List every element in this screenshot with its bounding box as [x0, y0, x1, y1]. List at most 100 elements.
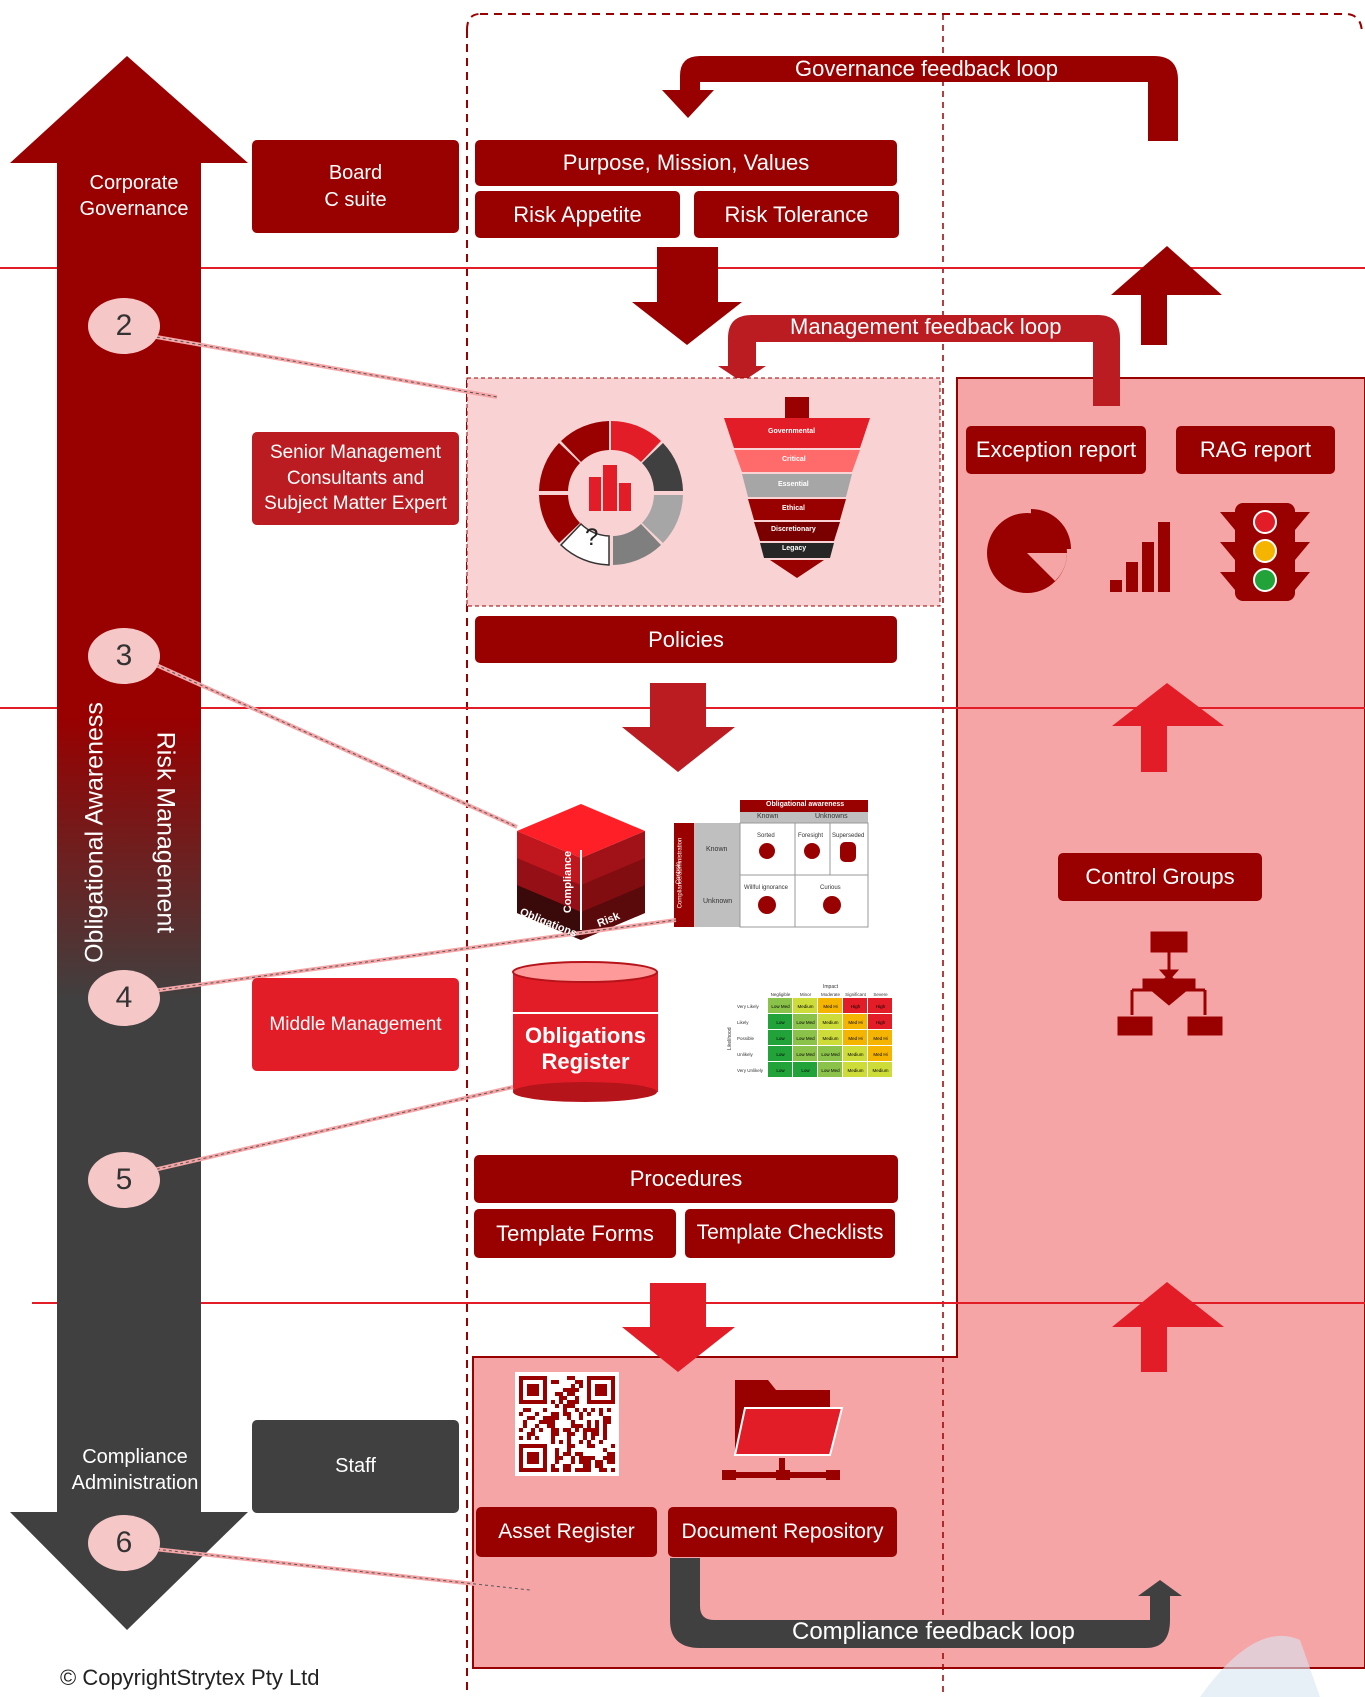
down-arrow-1: [632, 247, 742, 345]
funnel-label-governmental: Governmental: [768, 428, 816, 435]
flowchart-icon: [1117, 931, 1223, 1036]
compliance-loop-label: Compliance feedback loop: [792, 1618, 1075, 1645]
callout-connectors-dash: [144, 334, 677, 1591]
heatmap-row-label: Unlikely: [737, 1052, 754, 1057]
governance-loop-label: Governance feedback loop: [795, 56, 1058, 81]
heatmap-cell-label: Low: [776, 1036, 785, 1041]
pie-chart-icon: [987, 509, 1071, 593]
callout-5: 5: [88, 1152, 160, 1208]
exception-report-box: Exception report: [966, 426, 1146, 474]
funnel-label-legacy: Legacy: [782, 545, 807, 552]
heatmap-cell-label: Med Hi: [873, 1036, 887, 1041]
heatmap-cell-label: Medium: [822, 1036, 838, 1041]
heatmap-cell: [818, 1046, 842, 1061]
heatmap-cell: [793, 1030, 817, 1045]
callout-6: 6: [88, 1515, 160, 1571]
heatmap-row-label: Very Unlikely: [737, 1068, 764, 1073]
heatmap-cell-label: Low: [776, 1052, 785, 1057]
template-checklists-box: Template Checklists: [685, 1209, 895, 1258]
heatmap-cell: [768, 998, 792, 1013]
heatmap-impact-label: Impact: [823, 984, 839, 990]
heatmap-cell-label: Med Hi: [823, 1004, 837, 1009]
compliance-administration-label: Compliance Administration: [71, 1446, 199, 1494]
heatmap-cell: [793, 1062, 817, 1077]
strategy-graphic-box: [466, 377, 941, 607]
heatmap-cell-label: Med Hi: [848, 1020, 862, 1025]
heatmap-column-label: Negligible: [771, 992, 791, 997]
callout-3: 3: [88, 628, 160, 684]
qr-code-icon: [515, 1372, 619, 1476]
obligational-awareness-label: Obligational Awareness: [80, 702, 109, 963]
heatmap-cell-label: Low Med: [796, 1036, 815, 1041]
heatmap-cell: [868, 998, 892, 1013]
heatmap-cell-label: Medium: [847, 1052, 863, 1057]
callout-4: 4: [88, 970, 160, 1026]
down-arrow-2: [622, 683, 735, 772]
copyright-text: © CopyrightStrytex Pty Ltd: [60, 1665, 320, 1690]
heatmap-cell-label: Low Med: [796, 1052, 815, 1057]
heatmap-row-label: Very Likely: [737, 1004, 760, 1009]
corporate-governance-label: Corporate Governance: [79, 172, 189, 220]
heatmap-likelihood-label: Likelihood: [727, 1027, 733, 1050]
svg-text:?: ?: [585, 524, 598, 551]
awareness-side-2: Controls: [676, 861, 683, 885]
heatmap-cell-label: Med Hi: [873, 1052, 887, 1057]
obligation-funnel: [724, 397, 870, 578]
heatmap-column-label: Moderate: [821, 992, 841, 997]
signal-bars-icon: [1110, 522, 1170, 592]
funnel-label-discretionary: Discretionary: [771, 526, 816, 533]
heatmap-cell: [843, 998, 867, 1013]
senior-management-box: Senior Management Consultants and Subjec…: [252, 432, 459, 525]
management-loop-label: Management feedback loop: [790, 314, 1062, 339]
watermark-arc: [1200, 1635, 1320, 1697]
funnel-label-essential: Essential: [778, 481, 809, 488]
heatmap-cell-label: Medium: [872, 1068, 888, 1073]
staff-box: Staff: [252, 1420, 459, 1513]
awareness-matrix: [674, 800, 869, 928]
heatmap-cell: [818, 998, 842, 1013]
policies-box: Policies: [475, 616, 897, 663]
middle-management-box: Middle Management: [252, 978, 459, 1071]
risk-tolerance-box: Risk Tolerance: [694, 191, 899, 238]
heatmap-cell: [868, 1014, 892, 1029]
heatmap-cell-label: Medium: [797, 1004, 813, 1009]
heatmap-column-label: Significant: [845, 992, 867, 997]
heatmap-cell: [868, 1030, 892, 1045]
risk-management-label: Risk Management: [151, 731, 180, 934]
heatmap-cell-label: Low Med: [771, 1004, 790, 1009]
up-arrow-3: [1112, 1282, 1224, 1372]
awareness-cell-curious: Curious: [820, 885, 841, 891]
folder-network-icon: [722, 1380, 844, 1480]
heatmap-cell: [843, 1030, 867, 1045]
callout-2: 2: [88, 298, 160, 354]
governance-loop-arrow: [662, 56, 1178, 141]
dashed-frame: [466, 13, 1363, 1690]
template-forms-box: Template Forms: [474, 1209, 676, 1258]
heatmap-cell-label: Med Hi: [848, 1036, 862, 1041]
heatmap-cell-label: High: [876, 1004, 886, 1009]
vertical-axis-arrow: [10, 56, 248, 1630]
awareness-row-unknown: Unknown: [703, 898, 733, 905]
heatmap-cell-label: Low: [776, 1020, 785, 1025]
risk-cube: [517, 804, 645, 940]
obligations-register-label: Obligations Register: [525, 1023, 646, 1075]
heatmap-cell-label: Low Med: [796, 1020, 815, 1025]
down-arrow-3: [622, 1283, 735, 1372]
heatmap-cell-label: Medium: [822, 1020, 838, 1025]
heatmap-cell: [793, 1046, 817, 1061]
heatmap-cell: [768, 1062, 792, 1077]
heatmap-row-label: Possible: [737, 1036, 755, 1041]
heatmap-cell: [768, 1046, 792, 1061]
heatmap-cell: [793, 1014, 817, 1029]
heatmap-cell-label: Low: [776, 1068, 785, 1073]
heatmap-cell: [868, 1046, 892, 1061]
heatmap-cell-label: Low: [801, 1068, 810, 1073]
heatmap-cell: [768, 1030, 792, 1045]
awareness-col-unknowns: Unknowns: [815, 813, 848, 820]
heatmap-cell: [768, 1014, 792, 1029]
heatmap-row-label: Likely: [737, 1020, 749, 1025]
rag-report-box: RAG report: [1176, 426, 1335, 474]
awareness-col-known: Known: [757, 813, 779, 820]
management-loop-arrow: [718, 315, 1120, 406]
